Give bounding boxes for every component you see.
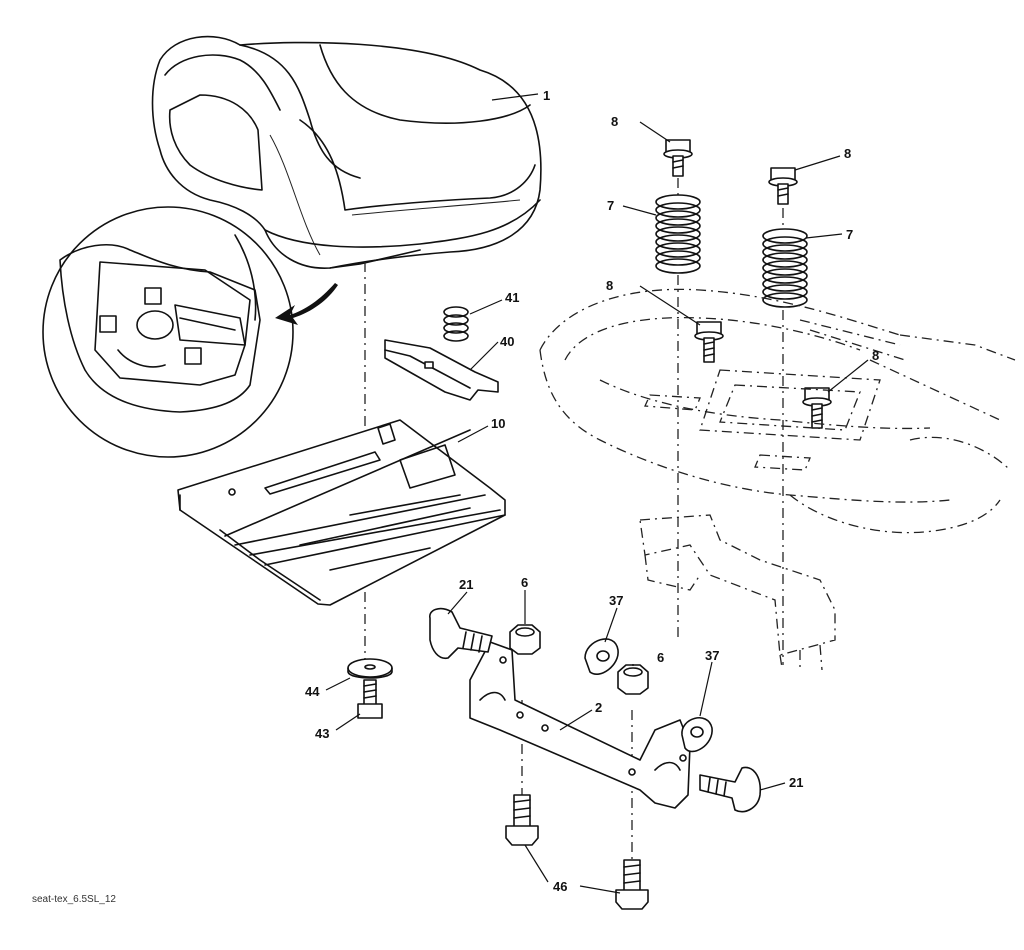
callout-8-a: 8 [611,114,618,129]
detail-view-circle [42,206,294,458]
callout-8-d: 8 [872,348,879,363]
seat-cushion [151,35,542,269]
spacer-nut [681,717,713,753]
callout-21-a: 21 [459,577,473,592]
coil-spring [762,228,808,308]
callout-labels: 1 8 8 8 8 7 7 41 40 10 6 6 37 37 21 21 2… [305,88,879,894]
callout-37-b: 37 [705,648,719,663]
callout-7-b: 7 [846,227,853,242]
spacer-nut [584,638,619,675]
seat-pan-plate [177,419,506,606]
flange-bolt [505,794,539,846]
hex-bolt [694,321,724,363]
callout-7-a: 7 [607,198,614,213]
figure-caption: seat-tex_6.5SL_12 [32,894,116,905]
callout-6-b: 6 [657,650,664,665]
callout-21-b: 21 [789,775,803,790]
callout-8-c: 8 [606,278,613,293]
coil-spring [655,194,701,274]
slide-latch [384,339,499,401]
callout-10: 10 [491,416,505,431]
callout-2: 2 [595,700,602,715]
callout-40: 40 [500,334,514,349]
callout-44: 44 [305,684,320,699]
shoulder-bolt [429,607,493,660]
callout-1: 1 [543,88,550,103]
callout-43: 43 [315,726,329,741]
curved-arrow-icon [275,283,338,325]
hex-bolt [768,167,798,205]
hex-nut [617,664,649,695]
bolt-small [357,679,383,719]
callout-46: 46 [553,879,567,894]
seat-bracket [469,641,691,809]
flange-bolt [615,859,649,910]
leader-lines [325,93,869,894]
washer [347,658,393,679]
fender-chassis-phantom [539,288,1016,671]
shoulder-bolt [699,766,762,813]
callout-41: 41 [505,290,519,305]
hex-nut [509,624,541,655]
callout-8-b: 8 [844,146,851,161]
small-spring [443,306,469,342]
callout-37-a: 37 [609,593,623,608]
hex-bolt [802,387,832,429]
hex-bolt [663,139,693,177]
callout-6-a: 6 [521,575,528,590]
